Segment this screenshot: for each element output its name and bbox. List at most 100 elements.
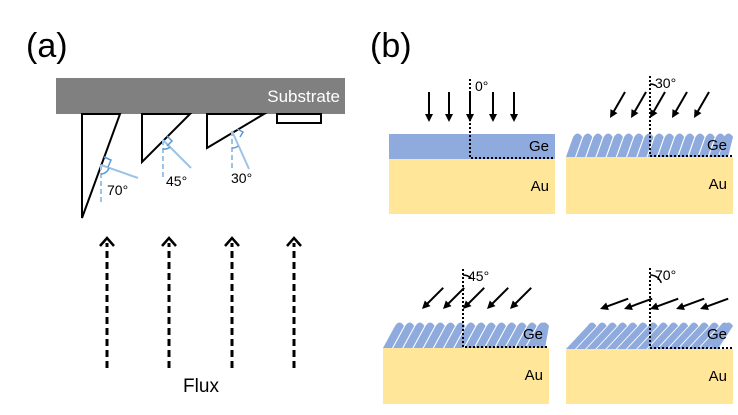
angle-arc [231,145,239,149]
right-angle-mark [166,135,174,147]
panel-b-label: (b) [370,27,412,65]
wedge-30: 30° [206,113,268,186]
angle-arc [100,167,110,175]
ge-column [413,322,435,348]
ge-columns [566,322,733,349]
flux-arrow [510,92,518,122]
ge-column [586,322,617,349]
ge-columns [566,133,733,157]
ge-column [617,322,648,349]
ge-column [596,322,628,349]
angle-arc [649,274,662,284]
flux-arrow [700,297,729,311]
ge-column [698,322,730,349]
ge-columns [383,322,549,348]
ge-column [474,322,496,348]
flux-arrow [672,91,688,118]
ge-column [383,322,404,348]
reference-axis [462,269,549,348]
ge-column [485,322,506,348]
ge-column [688,133,705,157]
flux-arrow [463,287,485,309]
angle-label-45: 45° [166,173,187,189]
flux-arrow [443,287,465,309]
ge-label: Ge [707,137,727,154]
ge-column [403,322,425,348]
ge-column [637,322,668,349]
ge-column [668,322,699,349]
ge-column [393,322,415,348]
flux-arrows [99,236,302,368]
panel-a-label: (a) [26,27,68,65]
au-layer [566,349,733,404]
ge-column [678,133,695,157]
ge-column [657,322,689,349]
angle-label: 45° [468,268,489,284]
flux-arrow [161,236,177,368]
angle-label: 70° [655,267,676,283]
wedge-45: 45° [141,113,193,189]
right-angle-mark [236,128,245,138]
flux-arrow [610,91,626,118]
flux-label: Flux [183,376,219,397]
au-layer [389,159,555,214]
au-label: Au [709,368,727,385]
ge-layer [389,134,555,159]
normal-line [231,130,250,170]
flux-arrow [224,236,240,368]
ge-column [708,322,733,349]
ge-column [627,133,644,157]
ge-column [668,133,685,157]
ge-column [434,322,455,348]
ge-column [464,322,486,348]
flux-arrow [600,297,629,311]
flux-arrow [510,287,532,309]
ge-column [566,133,583,157]
ge-column [515,322,537,348]
flux-arrow [466,92,474,122]
flux-arrow [99,236,115,368]
flux-arrow [489,92,497,122]
au-layer [566,157,733,214]
au-label: Au [709,176,727,193]
ge-column [617,133,634,157]
ge-column [708,133,725,157]
ge-column [576,133,593,157]
reference-axis [649,76,733,157]
ge-column [423,322,445,348]
au-label: Au [525,367,543,384]
reference-axis [649,268,733,349]
ge-column [586,133,603,157]
flux-arrow [422,287,444,309]
flux-arrow [650,297,679,311]
angle-label-70: 70° [107,182,128,198]
ge-column [596,133,613,157]
ge-label: Ge [529,138,549,155]
flux-arrow [631,91,647,118]
ge-column [606,322,638,349]
ge-column [637,133,654,157]
flux-arrow [650,91,666,118]
ge-column [698,133,715,157]
ge-label: Ge [523,326,543,343]
flux-arrow [445,92,453,122]
ge-column [576,322,607,349]
ge-column [678,322,709,349]
ge-column [495,322,517,348]
flux-arrow [694,91,710,118]
wedge-70: 70° [81,113,139,219]
ge-column [657,133,674,157]
au-label: Au [531,178,549,195]
right-angle-mark [103,156,112,168]
angle-arc [649,83,657,87]
normal-line [162,139,192,169]
substrate-bar [56,78,345,114]
au-layer [383,348,549,404]
angle-label-30: 30° [231,170,252,186]
angle-arc [462,274,473,280]
ge-column [647,133,664,157]
ge-label: Ge [707,326,727,343]
